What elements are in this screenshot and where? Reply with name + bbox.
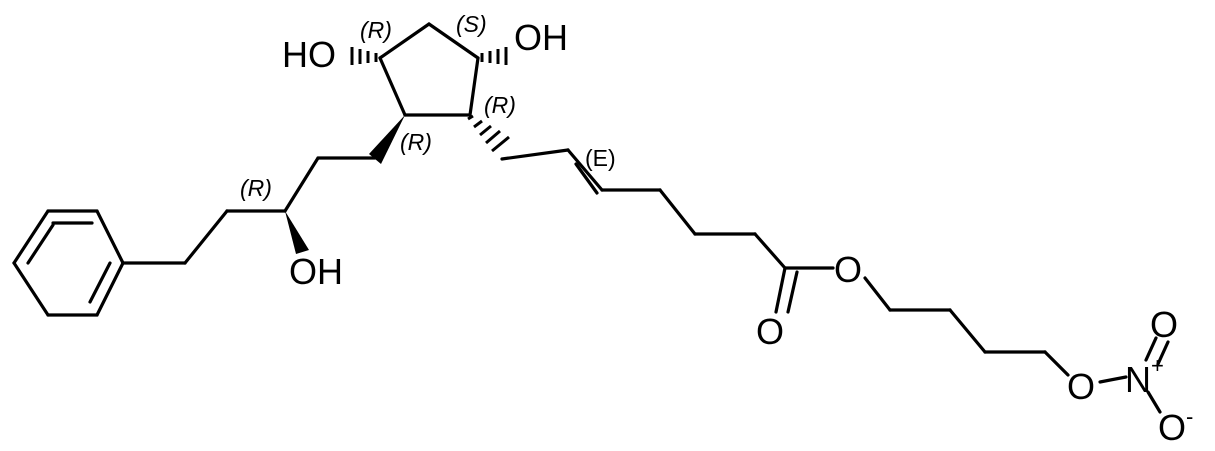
carbonyl-o-label: O (756, 311, 784, 352)
hashed-oh-bonds (350, 47, 508, 65)
side-oh-wedge (285, 211, 309, 254)
butyl-linker (863, 276, 1070, 377)
nitrate-n-label: N (1125, 359, 1151, 400)
nitrate-bonds (1098, 336, 1170, 414)
ring-chain-wedge (369, 115, 405, 164)
nitrate-n-charge: + (1151, 353, 1164, 378)
stereo-label-top-left: (R) (360, 17, 392, 43)
benzene-ring (12, 209, 125, 317)
heptenoate-chain (500, 148, 787, 270)
side-oh-label: OH (289, 251, 343, 292)
stereo-label-ring-left: (R) (400, 129, 432, 155)
ester-group (774, 266, 835, 314)
hashed-chain-bond (467, 114, 510, 153)
stereo-label-top-right: (S) (456, 11, 487, 37)
double-bond-ez-label: (E) (585, 145, 616, 171)
ring-oh-left-label: HO (282, 34, 336, 75)
stereo-label-ring-right: (R) (484, 92, 516, 118)
phenylpropyl-chain (121, 156, 377, 265)
cyclopentane-ring (378, 22, 480, 117)
nitrate-o-charge: - (1186, 404, 1193, 429)
ring-oh-right-label: OH (514, 17, 568, 58)
nitrate-o-top-label: O (1150, 304, 1178, 345)
nitrate-link-o-label: O (1067, 366, 1095, 407)
stereo-label-side-chain: (R) (240, 175, 272, 201)
ester-o-label: O (834, 249, 862, 290)
nitrate-o-bottom-label: O (1158, 407, 1186, 448)
